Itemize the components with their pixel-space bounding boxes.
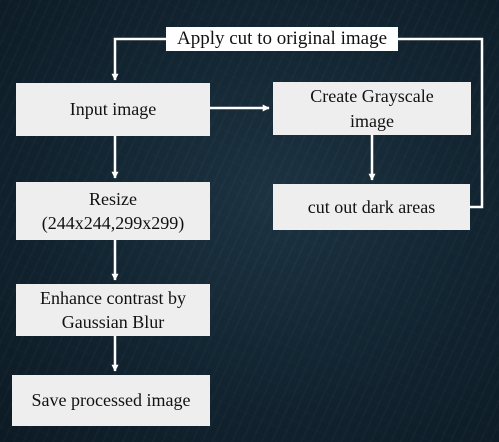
node-enhance-contrast-label: Enhance contrast by Gaussian Blur xyxy=(40,287,186,332)
node-input-image: Input image xyxy=(16,83,210,136)
node-resize: Resize (244x244,299x299) xyxy=(16,182,210,240)
arrow-cut-back-to-input xyxy=(111,37,484,209)
node-input-image-label: Input image xyxy=(69,99,157,120)
apply-cut-label: Apply cut to original image xyxy=(166,27,398,51)
node-cut-dark-areas-label: cut out dark areas xyxy=(307,196,436,217)
node-create-grayscale: Create Grayscale image xyxy=(273,82,471,135)
node-resize-label: Resize (244x244,299x299) xyxy=(41,188,185,233)
node-create-grayscale-label: Create Grayscale image xyxy=(310,86,434,131)
node-enhance-contrast: Enhance contrast by Gaussian Blur xyxy=(16,284,210,336)
node-save-processed: Save processed image xyxy=(12,375,210,426)
node-save-processed-label: Save processed image xyxy=(31,390,191,411)
node-cut-dark-areas: cut out dark areas xyxy=(273,184,470,230)
